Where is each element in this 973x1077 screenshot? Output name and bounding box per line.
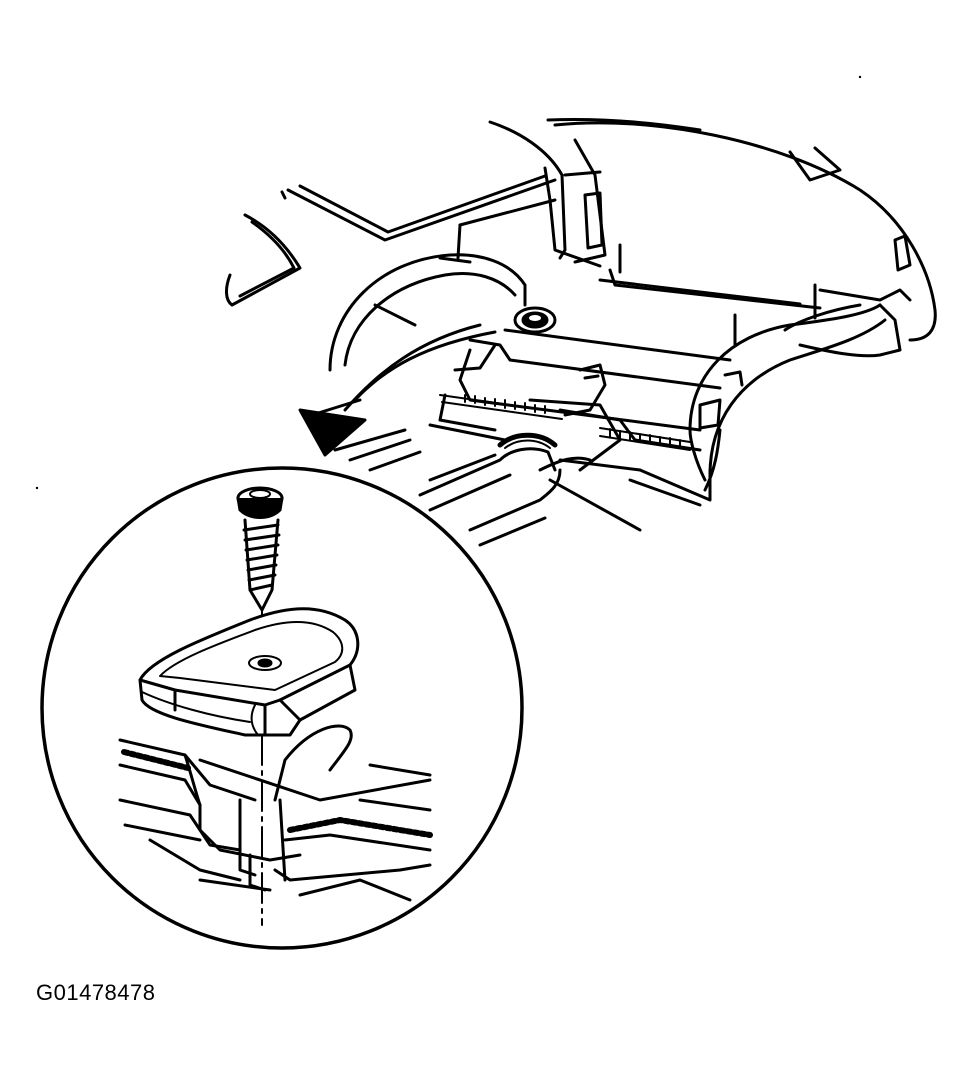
exhaust-pipe — [418, 398, 642, 547]
left-wheel-well — [328, 253, 527, 372]
figure-id-label: G01478478 — [36, 980, 156, 1005]
detail-inset — [40, 466, 524, 950]
scan-specks — [35, 75, 862, 490]
floor-cross-section — [118, 724, 433, 902]
floor-seam-strips — [439, 394, 691, 451]
floor-pan-structure — [428, 283, 817, 452]
callout-arrow — [298, 323, 497, 457]
vehicle-underbody-view — [225, 117, 937, 547]
rear-deck-panel — [280, 174, 557, 242]
retainer-pad — [138, 607, 360, 737]
exhaust-hanger-grommet — [513, 306, 557, 334]
right-wheel-well — [688, 303, 902, 492]
rear-window-outline — [225, 213, 302, 307]
detail-inset-circle — [40, 466, 524, 950]
rear-bumper-fascia — [456, 117, 937, 342]
screw-icon — [236, 486, 284, 666]
